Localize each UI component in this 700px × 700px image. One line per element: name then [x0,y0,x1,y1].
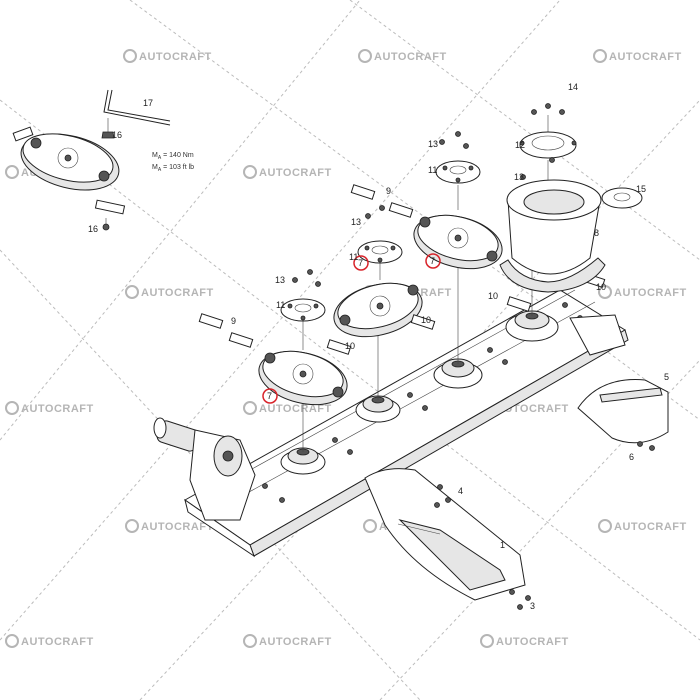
label-part-7: 7 [358,258,363,268]
label-part-1: 1 [500,540,505,550]
label-part-11: 11 [276,300,285,310]
hub-cap-right [435,160,481,184]
label-part-14: 14 [568,82,578,92]
watermark-logo: AUTOCRAFT [125,285,214,299]
watermark-logo: AUTOCRAFT [5,634,94,648]
svg-text:AUTOCRAFT: AUTOCRAFT [614,521,687,533]
cutting-disc-right [413,214,503,270]
guard-plate-5 [577,379,669,451]
bar-hub-1 [280,447,326,475]
watermark-logo: AUTOCRAFT [593,49,682,63]
label-part-13: 13 [275,275,285,285]
label-part-15: 15 [636,184,646,194]
label-part-7: 7 [430,256,435,266]
label-part-13: 13 [514,172,524,182]
svg-text:AUTOCRAFT: AUTOCRAFT [21,403,94,415]
bar-hub-4 [505,310,559,342]
watermark-logo: AUTOCRAFT [358,49,447,63]
label-part-10: 10 [596,282,606,292]
label-part-9: 9 [386,186,391,196]
watermark-logo: AUTOCRAFT [598,519,687,533]
blades [198,184,606,355]
svg-text:MA = 140 Nm: MA = 140 Nm [152,152,194,161]
cutting-disc-middle [333,282,423,338]
svg-text:AUTOCRAFT: AUTOCRAFT [496,636,569,648]
highlight-circle-part-7 [425,253,441,269]
detail-disc-wrench [12,89,171,231]
svg-text:AUTOCRAFT: AUTOCRAFT [374,51,447,63]
label-part-17: 17 [143,98,153,108]
label-part-13: 13 [351,217,361,227]
label-part-9: 9 [231,316,236,326]
svg-text:AUTOCRAFT: AUTOCRAFT [21,636,94,648]
svg-text:AUTOCRAFT: AUTOCRAFT [141,521,214,533]
label-part-12: 12 [515,140,525,150]
watermark-logo: AUTOCRAFT [480,634,569,648]
svg-text:AUTOCRAFT: AUTOCRAFT [614,287,687,299]
hub-cap-middle [357,240,403,264]
watermark-logo: AUTOCRAFT [243,165,332,179]
watermark-logo: AUTOCRAFT [123,49,212,63]
label-part-10: 10 [488,291,498,301]
bolts-13 [292,131,469,287]
label-part-16: 16 [112,130,122,140]
label-part-4: 4 [458,486,463,496]
highlight-circle-part-7 [353,255,369,271]
svg-text:AUTOCRAFT: AUTOCRAFT [609,51,682,63]
label-part-6: 6 [629,452,634,462]
svg-text:AUTOCRAFT: AUTOCRAFT [259,167,332,179]
cutting-disc-left [258,350,348,406]
part-labels: 7 7 7 17 16 16 14 12 13 15 8 10 10 13 11… [88,82,669,611]
skid-plate-1 [364,468,531,610]
label-part-7: 7 [267,391,272,401]
svg-text:AUTOCRAFT: AUTOCRAFT [139,51,212,63]
drum-assembly [499,103,643,293]
watermark-logo: AUTOCRAFT [125,519,214,533]
label-part-3: 3 [530,601,535,611]
watermark-logo: AUTOCRAFT [598,285,687,299]
watermark-logo: AUTOCRAFT [243,634,332,648]
label-part-10: 10 [345,341,355,351]
watermark-logo: AUTOCRAFT [5,401,94,415]
label-part-13: 13 [428,139,438,149]
label-part-16: 16 [88,224,98,234]
torque-spec: MA = 140 Nm MA = 103 ft lb [152,152,194,173]
cutter-bar-assembly [184,289,629,558]
watermark-logo: AUTOCRAFT [243,401,332,415]
label-part-11: 11 [349,252,358,262]
label-part-8: 8 [594,228,599,238]
label-part-5: 5 [664,372,669,382]
label-part-11: 11 [428,165,437,175]
highlight-circle-part-7 [262,388,278,404]
svg-text:AUTOCRAFT: AUTOCRAFT [141,287,214,299]
hub-cap-left [280,298,326,322]
highlight-markers [262,253,441,404]
svg-text:AUTOCRAFT: AUTOCRAFT [259,403,332,415]
label-part-10: 10 [421,315,431,325]
gearbox-assembly [153,417,256,521]
svg-text:MA = 103 ft lb: MA = 103 ft lb [152,164,194,173]
svg-text:AUTOCRAFT: AUTOCRAFT [259,636,332,648]
